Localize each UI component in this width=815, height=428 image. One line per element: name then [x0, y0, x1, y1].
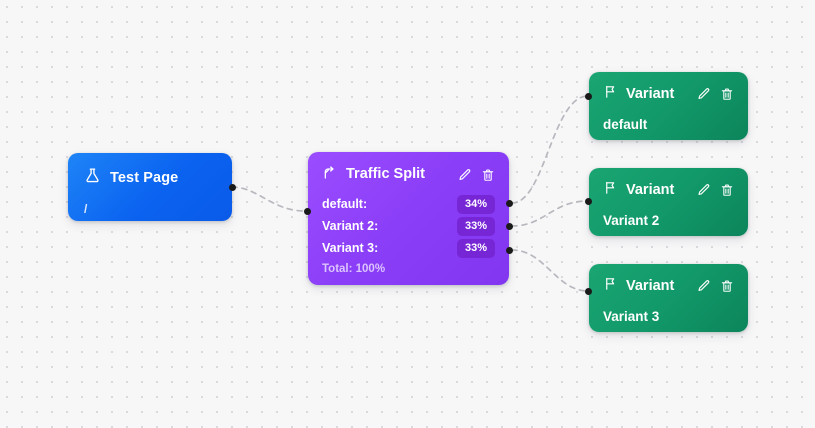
- delete-icon[interactable]: [719, 87, 734, 102]
- edge-split-to-variant-default: [511, 95, 589, 204]
- port-test-page-out[interactable]: [229, 184, 236, 191]
- variant-actions: [696, 87, 734, 102]
- traffic-split-total: Total: 100%: [322, 263, 386, 275]
- split-row-percent[interactable]: 34%: [457, 195, 495, 214]
- split-row[interactable]: Variant 3: 33%: [322, 239, 495, 258]
- flask-icon: [84, 167, 101, 189]
- variant-header: Variant: [603, 180, 734, 200]
- traffic-split-actions: [457, 167, 495, 182]
- port-variant-3-in[interactable]: [585, 288, 592, 295]
- test-page-title: Test Page: [110, 169, 179, 186]
- split-row-label: default:: [322, 197, 368, 212]
- traffic-split-rows: default: 34% Variant 2: 33% Variant 3: 3…: [322, 195, 495, 258]
- node-variant-default[interactable]: Variant default: [585, 72, 748, 140]
- split-row-percent[interactable]: 33%: [457, 217, 495, 236]
- split-row-percent[interactable]: 33%: [457, 239, 495, 258]
- split-row[interactable]: default: 34%: [322, 195, 495, 214]
- edge-test-to-split: [231, 186, 306, 212]
- edit-icon[interactable]: [696, 279, 711, 294]
- split-row[interactable]: Variant 2: 33%: [322, 217, 495, 236]
- port-traffic-split-out-1[interactable]: [506, 200, 513, 207]
- test-page-path: /: [84, 202, 88, 216]
- port-traffic-split-in[interactable]: [304, 208, 311, 215]
- traffic-split-title: Traffic Split: [346, 166, 425, 183]
- edge-split-to-variant-2: [511, 200, 589, 227]
- delete-icon[interactable]: [719, 279, 734, 294]
- variant-title: Variant: [626, 85, 675, 102]
- node-test-page[interactable]: Test Page /: [68, 153, 236, 221]
- port-traffic-split-out-2[interactable]: [506, 223, 513, 230]
- delete-icon[interactable]: [480, 167, 495, 182]
- flag-icon: [603, 84, 618, 104]
- edit-icon[interactable]: [696, 87, 711, 102]
- edge-split-to-variant-3: [511, 249, 589, 292]
- port-variant-default-in[interactable]: [585, 93, 592, 100]
- variant-name: Variant 2: [603, 213, 660, 228]
- variant-header: Variant: [603, 84, 734, 104]
- variant-name: Variant 3: [603, 309, 660, 324]
- edit-icon[interactable]: [457, 167, 472, 182]
- variant-title: Variant: [626, 181, 675, 198]
- variant-title: Variant: [626, 277, 675, 294]
- split-icon: [322, 164, 338, 185]
- node-traffic-split[interactable]: Traffic Split d: [304, 152, 513, 285]
- node-variant-2[interactable]: Variant Variant 2: [585, 168, 748, 236]
- test-page-header: Test Page: [84, 167, 216, 189]
- variant-name: default: [603, 117, 648, 132]
- variant-actions: [696, 183, 734, 198]
- flag-icon: [603, 276, 618, 296]
- delete-icon[interactable]: [719, 183, 734, 198]
- node-variant-3[interactable]: Variant Variant 3: [585, 264, 748, 332]
- variant-actions: [696, 279, 734, 294]
- edit-icon[interactable]: [696, 183, 711, 198]
- traffic-split-header: Traffic Split: [322, 164, 495, 185]
- split-row-label: Variant 2:: [322, 219, 379, 234]
- port-traffic-split-out-3[interactable]: [506, 247, 513, 254]
- variant-header: Variant: [603, 276, 734, 296]
- port-variant-2-in[interactable]: [585, 198, 592, 205]
- flag-icon: [603, 180, 618, 200]
- split-row-label: Variant 3:: [322, 241, 379, 256]
